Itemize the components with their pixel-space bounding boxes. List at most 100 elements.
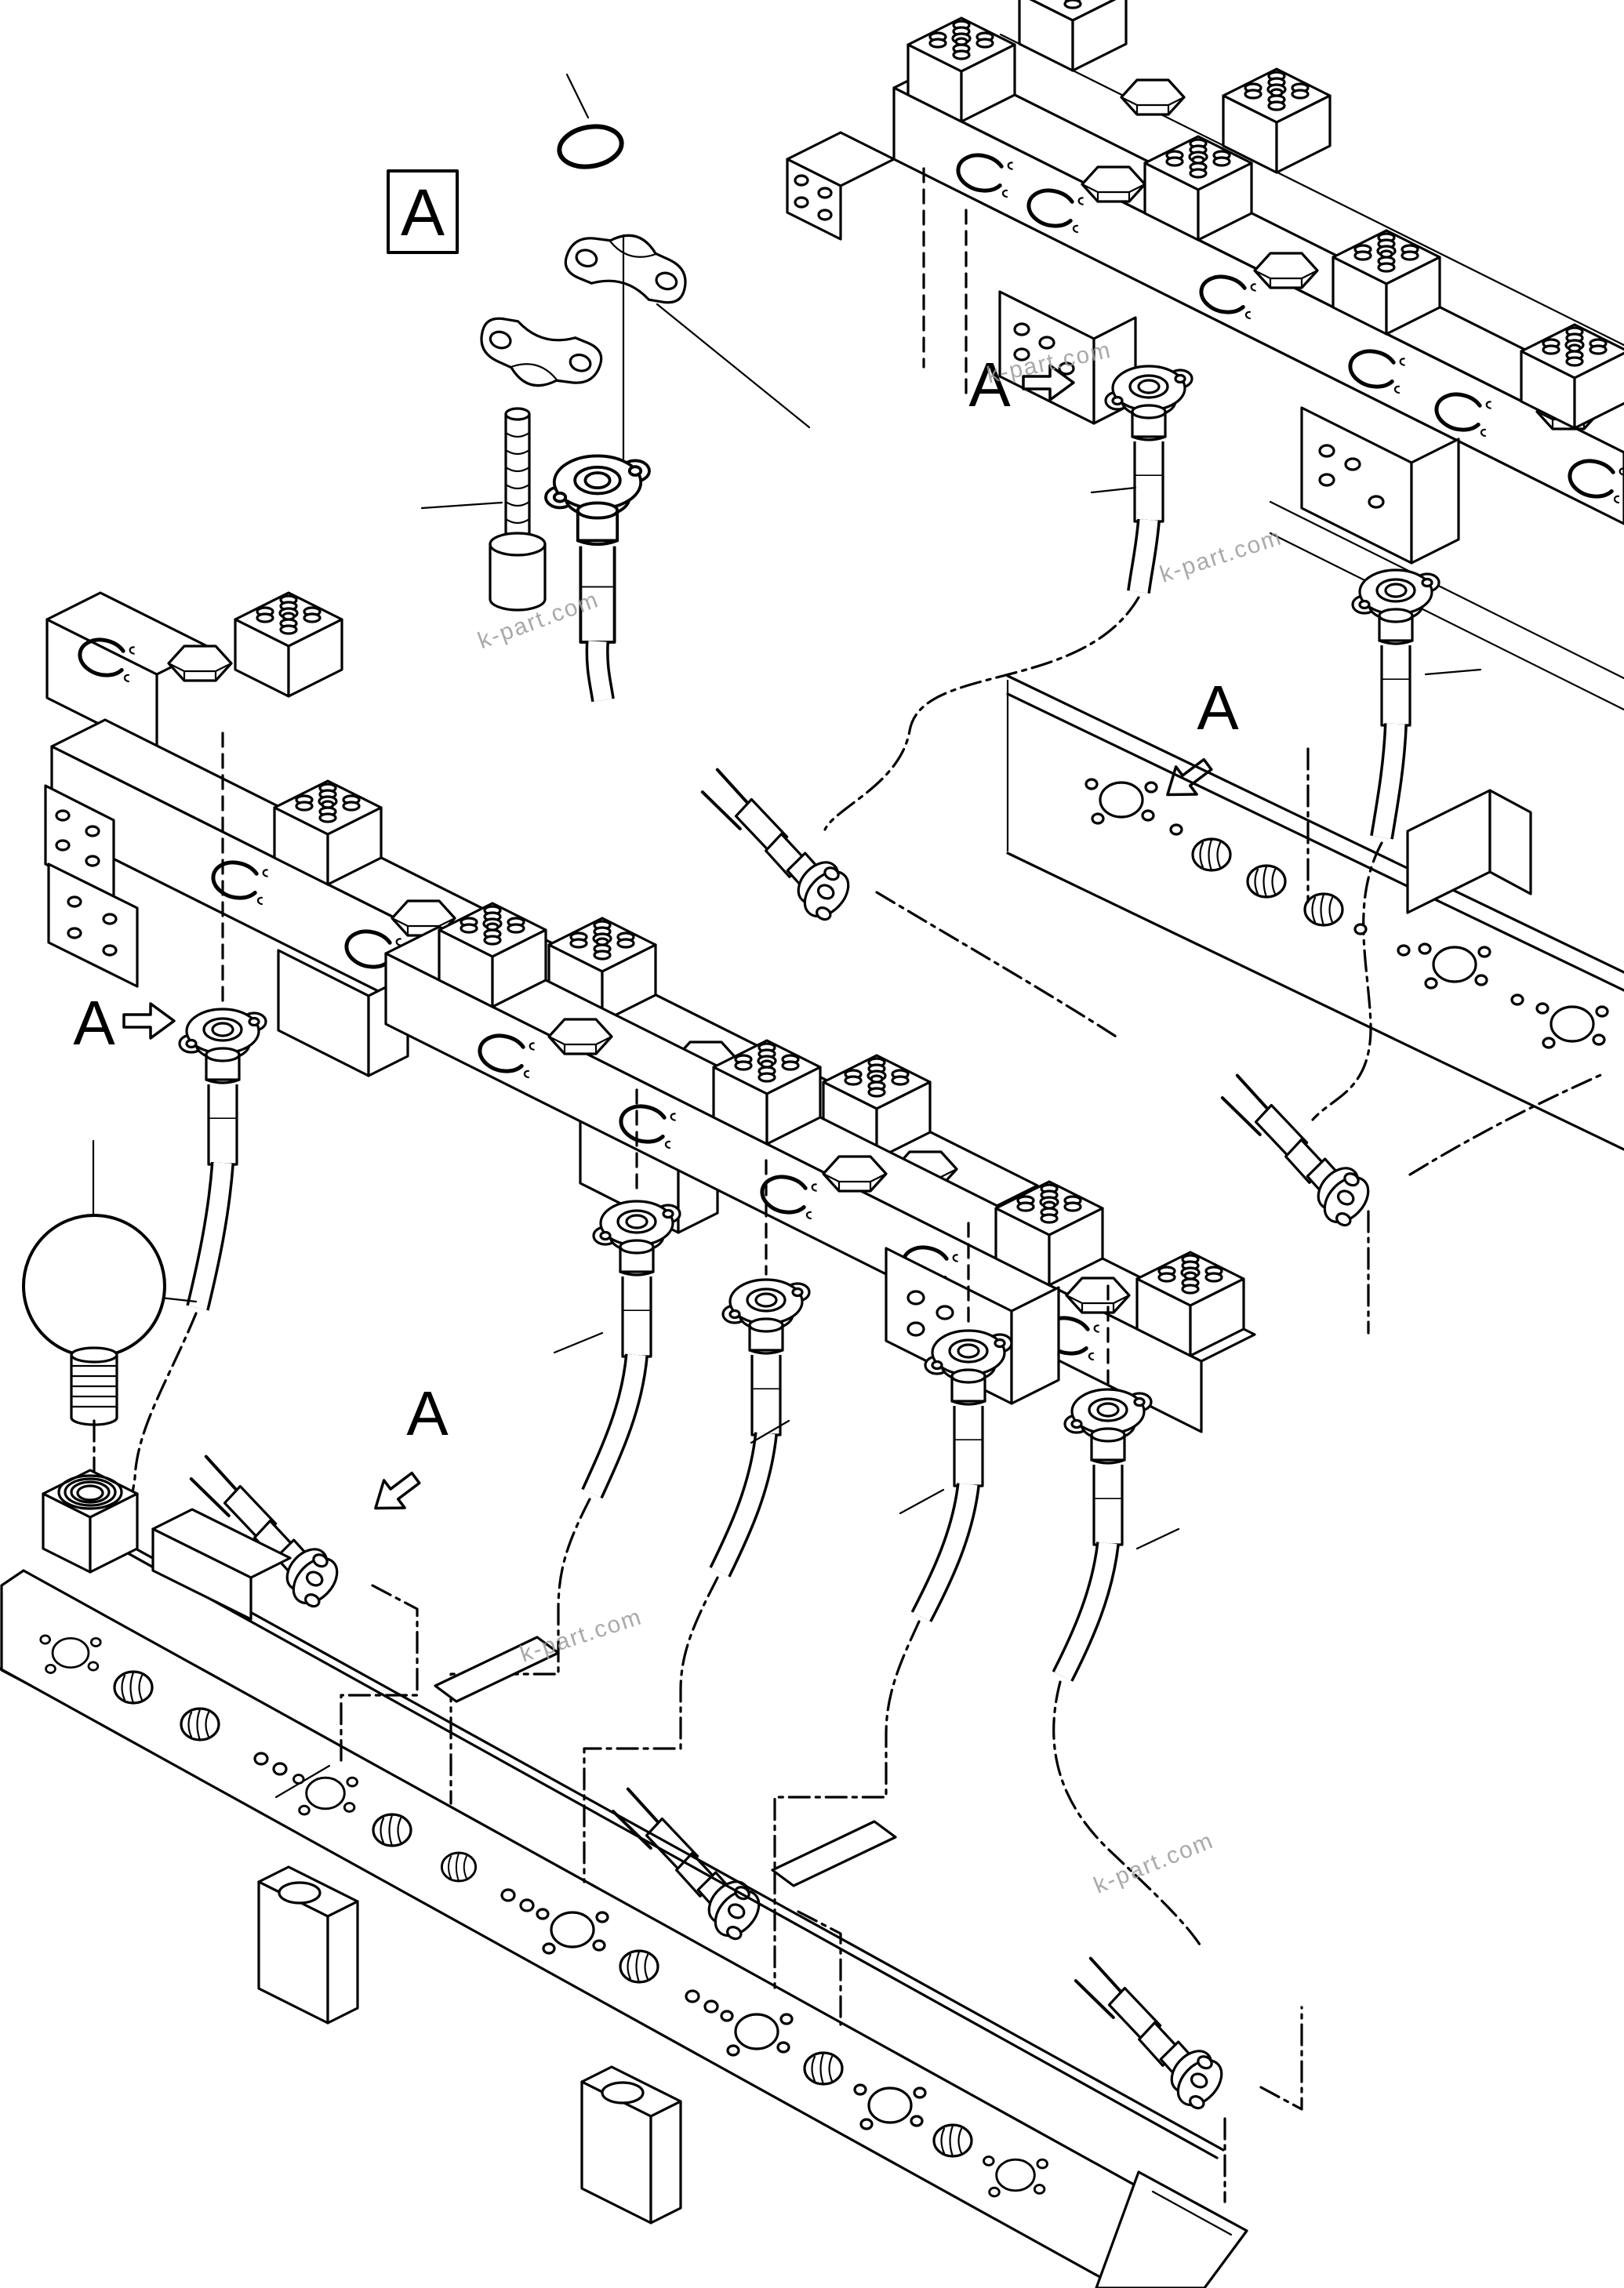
watermark-text: k-part.com — [517, 1603, 645, 1667]
upper-valve-manifold-bank — [786, 0, 1624, 711]
rail-threaded-port — [372, 1813, 412, 1847]
arrow-down-left-icon — [363, 1462, 427, 1524]
mounting-foot-right — [580, 1820, 897, 2224]
rail-threaded-port — [113, 1670, 154, 1705]
hose-flange-fitting — [1104, 365, 1193, 523]
rail-threaded-port — [619, 1949, 659, 1984]
rail-left-end — [0, 1569, 33, 1687]
hanging-block-side — [1410, 438, 1460, 565]
foot-arm — [771, 1820, 897, 1887]
hose-routing-line — [1367, 1071, 1608, 1335]
hose-flange-fitting — [1351, 568, 1441, 727]
hose-leader-lines — [159, 1296, 1180, 1550]
hose-routing-line — [1223, 2006, 1303, 2203]
hose-routing-line — [125, 1312, 198, 1529]
rail-port — [983, 2155, 1048, 2198]
rail-port — [292, 1774, 358, 1816]
middle-bank-hoses — [125, 732, 1201, 1989]
beam-extension-lines — [1269, 500, 1624, 711]
rail-back-edge — [73, 1513, 1225, 2159]
split-flange-clamp-upper — [564, 234, 687, 304]
view-label-a-bottom-left: A — [406, 1378, 449, 1448]
rail-face-top-edge — [22, 1569, 1193, 2218]
hose-routing-line — [340, 1584, 419, 1762]
hex-plug — [547, 1018, 613, 1055]
view-label-a-middle-left: A — [73, 988, 115, 1058]
rail-box-left-face — [1406, 789, 1491, 914]
hose-flange-fitting — [178, 1008, 267, 1166]
hose-routing-line — [1311, 841, 1383, 1121]
detail-box-letter: A — [401, 176, 445, 249]
rail-block-front — [151, 1527, 253, 1621]
hose-leader-line — [1424, 668, 1482, 676]
hidden-port-lines — [221, 732, 1110, 1386]
rail-port — [853, 2083, 927, 2130]
detail-a-exploded-view: A — [387, 73, 811, 703]
view-label-a-top-right: A — [968, 350, 1011, 419]
rail-threaded-port — [180, 1707, 220, 1741]
assembly-axis-lines — [622, 234, 811, 460]
rail-threaded-port — [440, 1851, 478, 1883]
beam-front-face — [384, 952, 1203, 1433]
rail-port — [720, 2010, 794, 2057]
upper-bank-callout-a: A — [823, 167, 1482, 1121]
hex-plug — [1253, 252, 1319, 289]
hex-plug — [1120, 78, 1186, 116]
bottom-left-callout-a: A — [160, 1378, 449, 1799]
rail-end-cap — [1095, 2170, 1248, 2288]
split-flange-clamp-lower — [480, 317, 603, 387]
rail-box-right-face — [1488, 789, 1532, 895]
o-ring-leader-line — [565, 73, 590, 119]
hex-plug — [167, 645, 233, 682]
ball-plug — [22, 1139, 166, 1473]
rail-threaded-port — [803, 2051, 844, 2086]
screw-leader-line — [420, 501, 503, 510]
hanging-block-front — [1300, 406, 1413, 565]
view-label-a-right-center: A — [1197, 673, 1239, 743]
hose-flange-fitting — [1063, 1388, 1153, 1546]
hex-plug — [1065, 1277, 1131, 1314]
hose-routing-line — [875, 891, 1121, 1040]
hose-flange-fitting — [924, 1329, 1013, 1487]
rail-threaded-port — [932, 2123, 973, 2158]
hose-flange-fitting-side — [1045, 1955, 1251, 2122]
lower-diagonal-fittings — [582, 1785, 1303, 2203]
rail-port — [536, 1908, 609, 1955]
back-row-edge — [999, 33, 1624, 347]
hidden-port-lines — [922, 167, 968, 395]
middle-valve-manifold-bank — [44, 591, 1256, 1433]
bottom-distribution-rail — [0, 1469, 1248, 2288]
rail-port — [1084, 778, 1158, 825]
foot-arm — [434, 1636, 560, 1703]
hose-flange-fitting — [592, 1200, 681, 1358]
hose-routing-line — [449, 1498, 591, 1805]
o-ring — [557, 124, 624, 169]
arrow-right-icon — [122, 1002, 176, 1040]
rail-port — [39, 1634, 102, 1674]
valve-block — [1018, 0, 1128, 72]
mounting-foot-left — [257, 1636, 560, 2025]
hose-leader-line — [1090, 486, 1137, 494]
rail-threaded-port — [1191, 837, 1232, 872]
socket-head-cap-screw — [489, 407, 547, 612]
valve-block — [234, 591, 343, 698]
detail-a-callout-box: A — [387, 169, 459, 254]
hose-routing-line — [823, 596, 1140, 831]
rail-threaded-port — [1246, 864, 1287, 899]
hose-routing-line — [1052, 1680, 1201, 1946]
hex-plug — [1081, 165, 1146, 203]
hose-routing-line — [797, 1910, 842, 2026]
rail-port — [1418, 942, 1491, 990]
hose-routing-line — [773, 1620, 921, 1989]
hose-routing-line — [583, 1576, 719, 1883]
hex-plug — [822, 1155, 888, 1193]
rail-threaded-port — [1303, 892, 1344, 927]
rail-face-bottom-edge — [0, 1667, 1121, 2288]
rail-threaded-boss — [42, 1469, 139, 1574]
right-center-callout-a: A — [671, 673, 1239, 1040]
middle-left-callout-a: A — [73, 988, 176, 1058]
right-distribution-rail — [1006, 674, 1624, 1335]
end-port-block — [47, 863, 139, 988]
